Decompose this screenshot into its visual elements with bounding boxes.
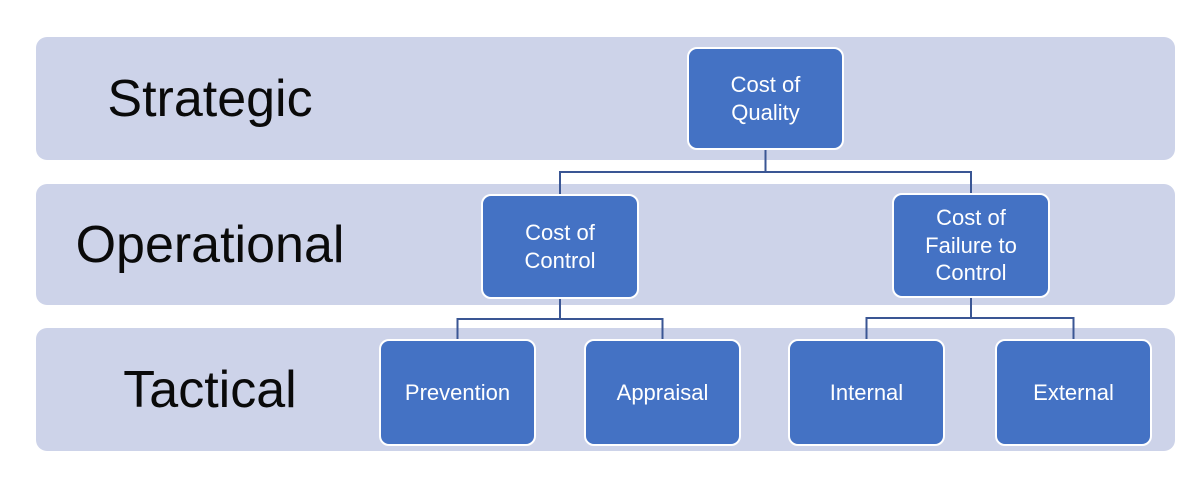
- node-cost-of-failure-to-control: Cost of Failure to Control: [892, 193, 1050, 298]
- node-label-cost-of-control: Cost of Control: [524, 220, 596, 273]
- band-label-tactical: Tactical: [123, 360, 297, 419]
- band-label-strategic: Strategic: [107, 69, 313, 128]
- node-external: External: [995, 339, 1152, 446]
- node-label-prevention: Prevention: [404, 379, 511, 405]
- node-label-appraisal: Appraisal: [616, 379, 709, 405]
- node-internal: Internal: [788, 339, 945, 446]
- node-label-internal: Internal: [829, 379, 904, 405]
- band-strategic: Strategic: [36, 37, 1175, 160]
- node-prevention: Prevention: [379, 339, 536, 446]
- node-label-cost-of-failure-to-control: Cost of Failure to Control: [925, 205, 1017, 286]
- node-cost-of-quality: Cost of Quality: [687, 47, 844, 150]
- node-label-cost-of-quality: Cost of Quality: [730, 72, 801, 125]
- node-cost-of-control: Cost of Control: [481, 194, 639, 299]
- band-label-operational: Operational: [75, 215, 345, 274]
- node-label-external: External: [1033, 379, 1114, 405]
- node-appraisal: Appraisal: [584, 339, 741, 446]
